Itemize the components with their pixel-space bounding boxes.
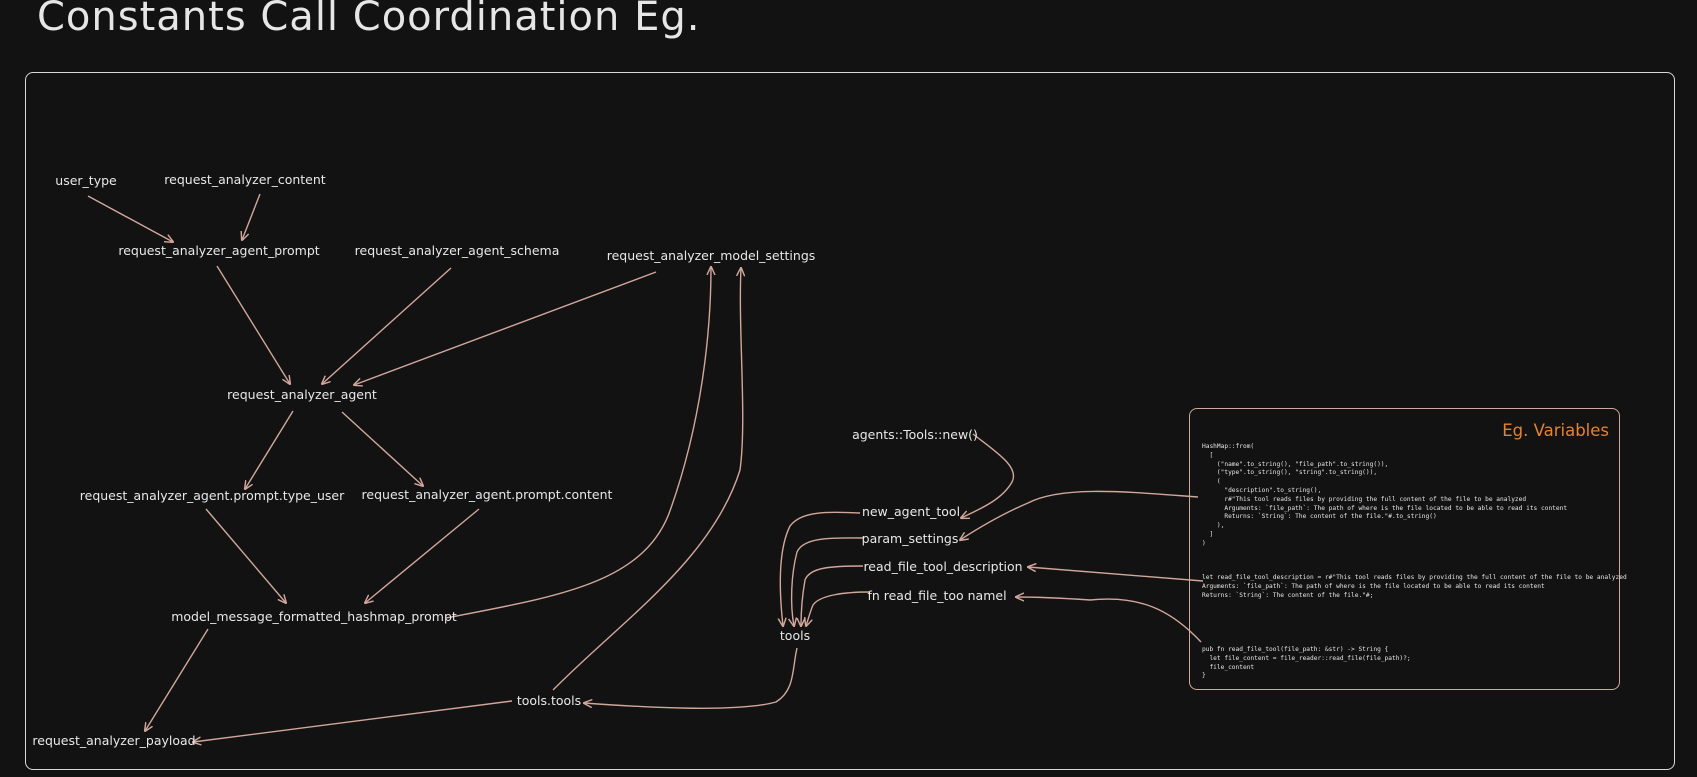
node-tools-tools: tools.tools — [516, 692, 582, 708]
node-request-analyzer-agent: request_analyzer_agent — [227, 386, 377, 402]
edge-type-user-to-model-message — [205, 508, 286, 603]
edge-fn-name-to-tools — [806, 591, 870, 626]
edge-model-message-to-settings — [445, 267, 711, 619]
node-param-settings: param_settings — [861, 530, 959, 546]
node-tools: tools — [779, 627, 811, 643]
edge-tools-tools-to-payload — [193, 700, 513, 742]
edge-agents-new-to-new-agent-tool — [961, 433, 1015, 518]
edge-param-settings-to-tools — [792, 537, 865, 626]
edge-settings-to-agent — [354, 271, 657, 385]
description-code: let read_file_tool_description = r#"This… — [1202, 574, 1627, 599]
edge-tools-to-tools-tools — [584, 647, 798, 709]
node-fn-read-file-tool-name: fn read_file_too namel — [867, 587, 1007, 603]
node-prompt-type-user: request_analyzer_agent.prompt.type_user — [79, 487, 345, 503]
edge-read-desc-to-tools — [801, 565, 864, 626]
edge-content-to-prompt — [242, 193, 261, 240]
edge-schema-to-agent — [322, 267, 452, 384]
edge-user-type-to-prompt — [87, 195, 173, 242]
edge-new-agent-tool-to-tools — [780, 511, 861, 626]
node-request-analyzer-agent-prompt: request_analyzer_agent_prompt — [118, 242, 320, 258]
node-request-analyzer-payload: request_analyzer_payload — [32, 732, 196, 748]
node-request-analyzer-agent-schema: request_analyzer_agent_schema — [354, 242, 560, 258]
edge-prompt-to-agent — [216, 265, 290, 384]
variables-title: Eg. Variables — [1502, 421, 1609, 440]
variables-box: Eg. Variables HashMap::from( [ ("name".t… — [1189, 408, 1627, 690]
node-user-type: user_type — [55, 172, 117, 188]
edge-description-to-read-desc — [1028, 567, 1204, 582]
edge-prompt-content-to-model-message — [365, 508, 480, 603]
hashmap-code: HashMap::from( [ ("name".to_string(), "f… — [1202, 443, 1568, 547]
edge-function-to-fn-name — [1016, 597, 1202, 643]
diagram-frame — [25, 72, 1675, 770]
edge-agent-to-prompt-content — [341, 411, 423, 486]
edge-model-message-to-payload — [145, 628, 209, 731]
edge-tools-tools-to-settings — [552, 268, 743, 691]
node-read-file-tool-description: read_file_tool_description — [863, 558, 1023, 574]
function-code: pub fn read_file_tool(file_path: &str) -… — [1202, 646, 1411, 680]
node-new-agent-tool: new_agent_tool — [861, 503, 961, 519]
node-prompt-content: request_analyzer_agent.prompt.content — [361, 486, 613, 502]
node-agents-tools-new: agents::Tools::new() — [852, 426, 978, 442]
node-request-analyzer-content: request_analyzer_content — [164, 171, 326, 187]
node-request-analyzer-model-settings: request_analyzer_model_settings — [606, 247, 816, 263]
node-model-message-formatted-hashmap-prompt: model_message_formatted_hashmap_prompt — [171, 608, 457, 624]
edge-hashmap-to-param-settings — [960, 490, 1199, 540]
page-title: Constants Call Coordination Eg. — [37, 0, 701, 40]
edge-agent-to-type-user — [245, 410, 294, 489]
